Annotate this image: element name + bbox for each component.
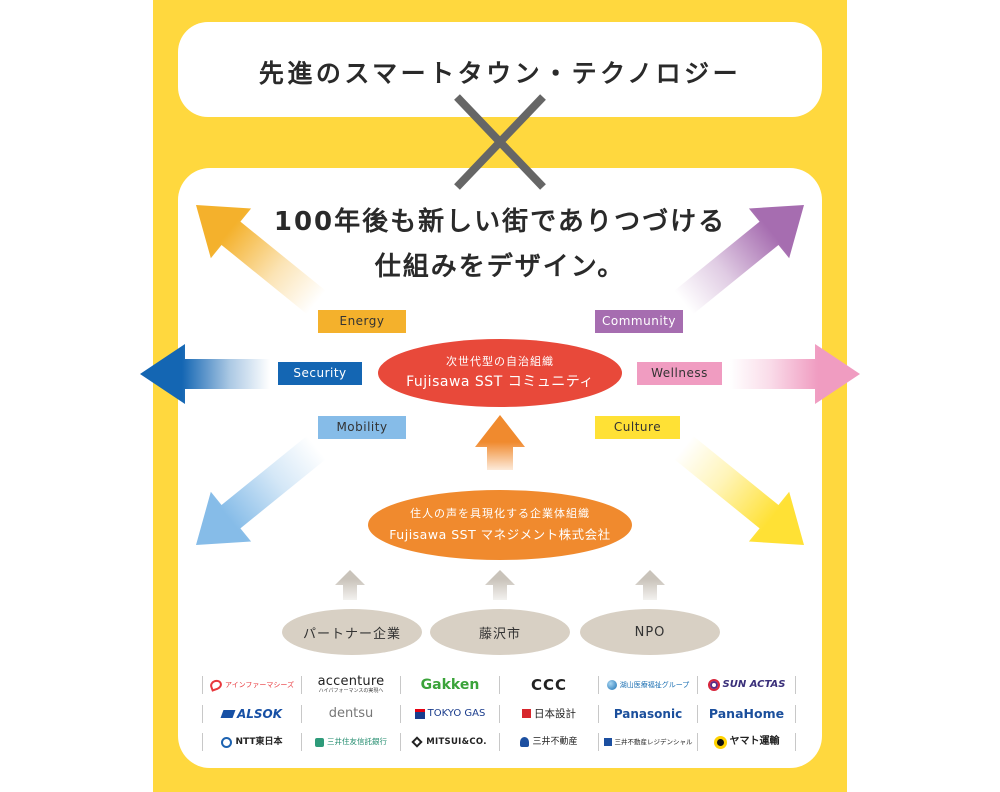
partner-name: 三井不動産レジデンシャル	[614, 738, 693, 746]
mitsui-residential-logo-icon	[603, 738, 612, 746]
partner-name: ヤマト運輸	[729, 736, 780, 747]
partner-logo-sun-actas: SUN ACTAS	[697, 676, 796, 694]
partner-name: NTT東日本	[235, 737, 283, 747]
ain-pharmacies-logo-icon	[208, 678, 224, 692]
energy-arrow-group	[196, 205, 326, 315]
stakeholder-npo: NPO	[580, 609, 720, 655]
sun-actas-logo-icon	[707, 679, 720, 691]
partner-logo-panahome: PanaHome	[697, 704, 796, 723]
partner-logo-grid: アインファーマシーズ accenture ハイパフォーマンスの実現へ Gakke…	[202, 674, 796, 751]
stakeholder-partner-companies: パートナー企業	[282, 609, 422, 655]
theme-label-security: Security	[278, 362, 362, 385]
mitsui-diamond-logo-icon	[411, 736, 423, 748]
tokyo-gas-logo-icon	[414, 708, 425, 719]
partner-name: dentsu	[328, 705, 374, 721]
security-arrow-group	[140, 344, 270, 404]
partner-logo-nihon-sekkei: 日本設計	[499, 704, 598, 723]
technology-box: 先進のスマートタウン・テクノロジー	[178, 22, 822, 117]
cross-stroke	[454, 94, 546, 190]
npo-up-arrow	[635, 570, 665, 600]
partner-logo-mitsui-fudosan-residential: 三井不動産レジデンシャル	[598, 733, 697, 751]
theme-label-mobility: Mobility	[318, 416, 406, 439]
partner-name: アインファーマシーズ	[224, 681, 295, 689]
partner-name: TOKYO GAS	[427, 707, 486, 719]
vision-line-1: 100年後も新しい街でありつづける	[273, 207, 727, 237]
theme-label-community: Community	[595, 310, 683, 333]
partner-logo-ccc: CCC	[499, 676, 598, 694]
partner-name: accenture	[317, 674, 385, 689]
management-to-community-arrow	[475, 415, 525, 470]
mobility-arrow	[196, 435, 326, 545]
community-org-name: Fujisawa SST コミュニティ	[406, 374, 594, 390]
stakeholder-fujisawa-city: 藤沢市	[430, 609, 570, 655]
city-up-arrow	[485, 570, 515, 600]
partner-logo-mitsui-fudosan: 三井不動産	[499, 733, 598, 751]
cross-icon	[454, 94, 546, 190]
partner-logo-gakken: Gakken	[400, 676, 499, 694]
community-org-ellipse: 次世代型の自治組織 Fujisawa SST コミュニティ	[378, 339, 622, 407]
wellness-arrow-group	[730, 344, 860, 404]
theme-label-energy: Energy	[318, 310, 406, 333]
partner-name: 三井不動産	[532, 737, 578, 747]
culture-arrow	[674, 435, 804, 545]
culture-arrow-group	[674, 435, 804, 545]
partner-logo-yamato: ヤマト運輸	[697, 733, 796, 751]
partner-name: Panasonic	[613, 706, 683, 721]
partners-up-arrow	[335, 570, 365, 600]
wellness-arrow	[730, 344, 860, 404]
partner-name: 日本設計	[534, 707, 576, 720]
theme-label-wellness: Wellness	[637, 362, 722, 385]
mobility-arrow-group	[196, 435, 326, 545]
management-org-tagline: 住人の声を具現化する企業体組織	[410, 507, 590, 520]
partner-logo-accenture: accenture ハイパフォーマンスの実現へ	[301, 674, 400, 694]
partner-name: ALSOK	[236, 706, 283, 721]
partner-logo-koyama: 湖山医療福祉グループ	[598, 676, 697, 694]
theme-label-culture: Culture	[595, 416, 680, 439]
partner-name: CCC	[530, 675, 568, 694]
accenture-tagline: ハイパフォーマンスの実現へ	[318, 688, 384, 694]
partner-logo-ain-pharmacies: アインファーマシーズ	[202, 676, 301, 694]
smtb-logo-icon	[315, 737, 324, 747]
alsok-logo-icon	[220, 709, 236, 718]
partner-name: MITSUI&CO.	[426, 737, 487, 747]
partner-logo-panasonic: Panasonic	[598, 704, 697, 723]
partner-name: PanaHome	[708, 705, 785, 721]
community-arrow-group	[674, 205, 804, 315]
partner-name: SUN ACTAS	[722, 679, 786, 690]
community-org-tagline: 次世代型の自治組織	[446, 355, 554, 368]
partner-logo-mitsui-co: MITSUI&CO.	[400, 733, 499, 751]
mitsui-fudosan-logo-icon	[520, 737, 530, 747]
community-arrow	[674, 205, 804, 315]
partner-logo-dentsu: dentsu	[301, 704, 400, 723]
management-org-ellipse: 住人の声を具現化する企業体組織 Fujisawa SST マネジメント株式会社	[368, 490, 632, 560]
vision-line-2: 仕組みをデザイン。	[374, 252, 626, 282]
page-title: 先進のスマートタウン・テクノロジー	[258, 58, 742, 88]
partner-logo-tokyo-gas: TOKYO GAS	[400, 704, 499, 723]
partner-name: 湖山医療福祉グループ	[619, 681, 690, 689]
partner-logo-ntt-east: NTT東日本	[202, 733, 301, 751]
management-org-name: Fujisawa SST マネジメント株式会社	[389, 527, 611, 542]
globe-logo-icon	[606, 680, 617, 690]
partner-name: 三井住友信託銀行	[327, 737, 387, 746]
partner-name: Gakken	[420, 676, 480, 693]
ntt-logo-icon	[221, 736, 233, 748]
black-cat-logo-icon	[713, 735, 727, 749]
nihon-sekkei-logo-icon	[522, 709, 531, 718]
partner-logo-smtb: 三井住友信託銀行	[301, 733, 400, 751]
accenture-wordmark: accenture ハイパフォーマンスの実現へ	[317, 674, 385, 694]
energy-arrow	[196, 205, 326, 315]
security-arrow	[140, 344, 270, 404]
partner-logo-alsok: ALSOK	[202, 704, 301, 723]
